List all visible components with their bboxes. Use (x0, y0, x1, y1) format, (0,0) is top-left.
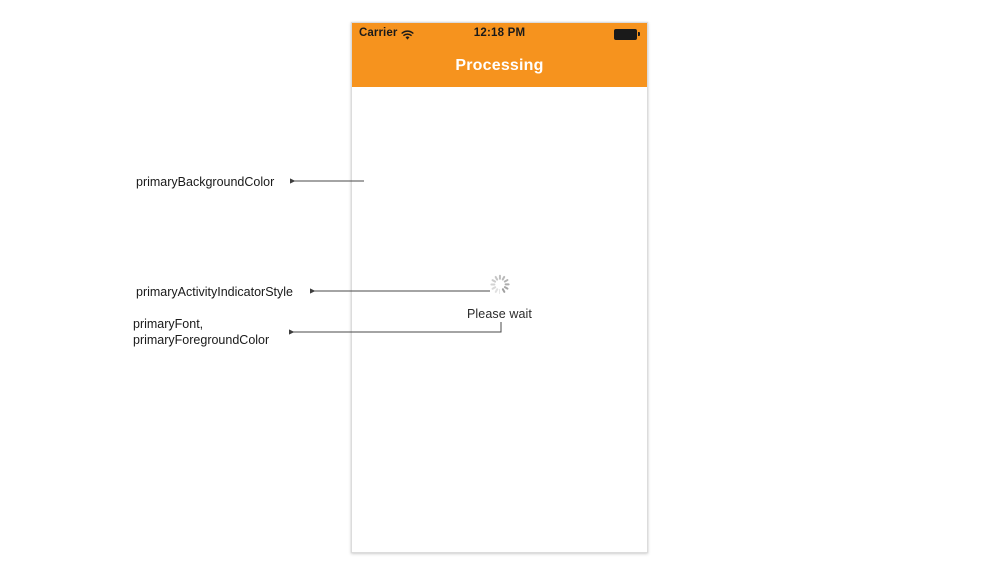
wifi-icon (401, 29, 414, 40)
status-bar: Carrier 12:18 PM (352, 23, 647, 45)
navigation-bar-title: Processing (455, 57, 544, 74)
annotation-label-background: primaryBackgroundColor (136, 175, 275, 189)
status-bar-left: Carrier (359, 28, 414, 40)
activity-indicator-icon (489, 274, 510, 297)
content-background: Please wait (352, 87, 647, 552)
annotation-label-activity-indicator: primaryActivityIndicatorStyle (136, 285, 293, 299)
phone-frame: Carrier 12:18 PM Processing (351, 22, 648, 553)
status-bar-time: 12:18 PM (473, 27, 526, 40)
annotation-label-font-foreground: primaryFont, primaryForegroundColor (133, 316, 269, 348)
progress-hud: Please wait (352, 274, 647, 321)
annotation-label-font-line-2: primaryForegroundColor (133, 333, 270, 347)
carrier-label: Carrier (359, 27, 398, 40)
navigation-bar: Processing (352, 45, 647, 87)
annotation-label-font-line-1: primaryFont, (133, 317, 204, 331)
status-bar-right (614, 28, 640, 40)
status-text: Please wait (466, 307, 533, 321)
battery-full-icon (614, 28, 640, 40)
